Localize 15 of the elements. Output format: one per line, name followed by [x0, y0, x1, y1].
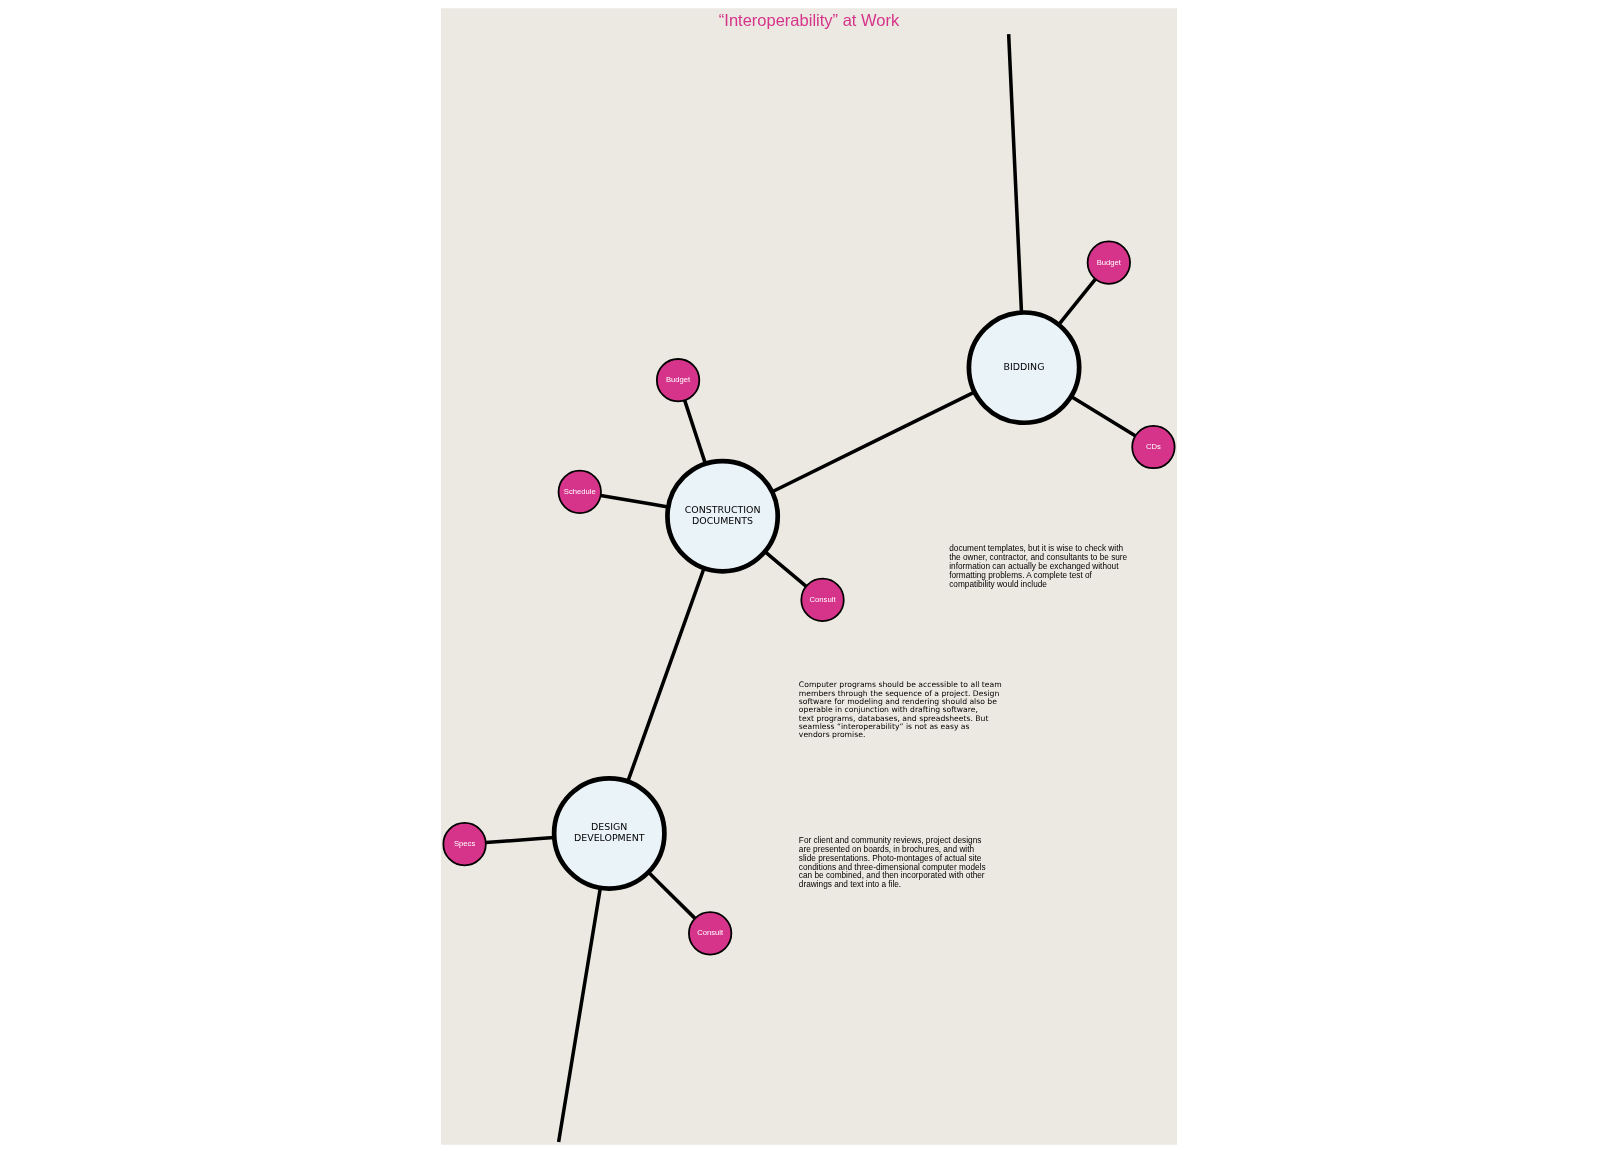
node-circle: CONSTRUCTION DOCUMENTS: [665, 458, 781, 574]
connector: [771, 390, 976, 494]
connector: [1057, 278, 1097, 326]
diagram-title: “Interoperability” at Work: [718, 11, 900, 30]
connector: [556, 887, 603, 1143]
connector: [647, 871, 697, 920]
connector: [600, 493, 669, 509]
connector: [1006, 34, 1024, 313]
connector: [626, 567, 706, 782]
connector: [485, 835, 555, 845]
connector: [683, 399, 708, 465]
node-circle: BIDDING: [966, 310, 1082, 426]
connector: [1070, 395, 1137, 438]
node-circle: DESIGN DEVELOPMENT: [551, 775, 667, 891]
connector: [763, 550, 808, 588]
